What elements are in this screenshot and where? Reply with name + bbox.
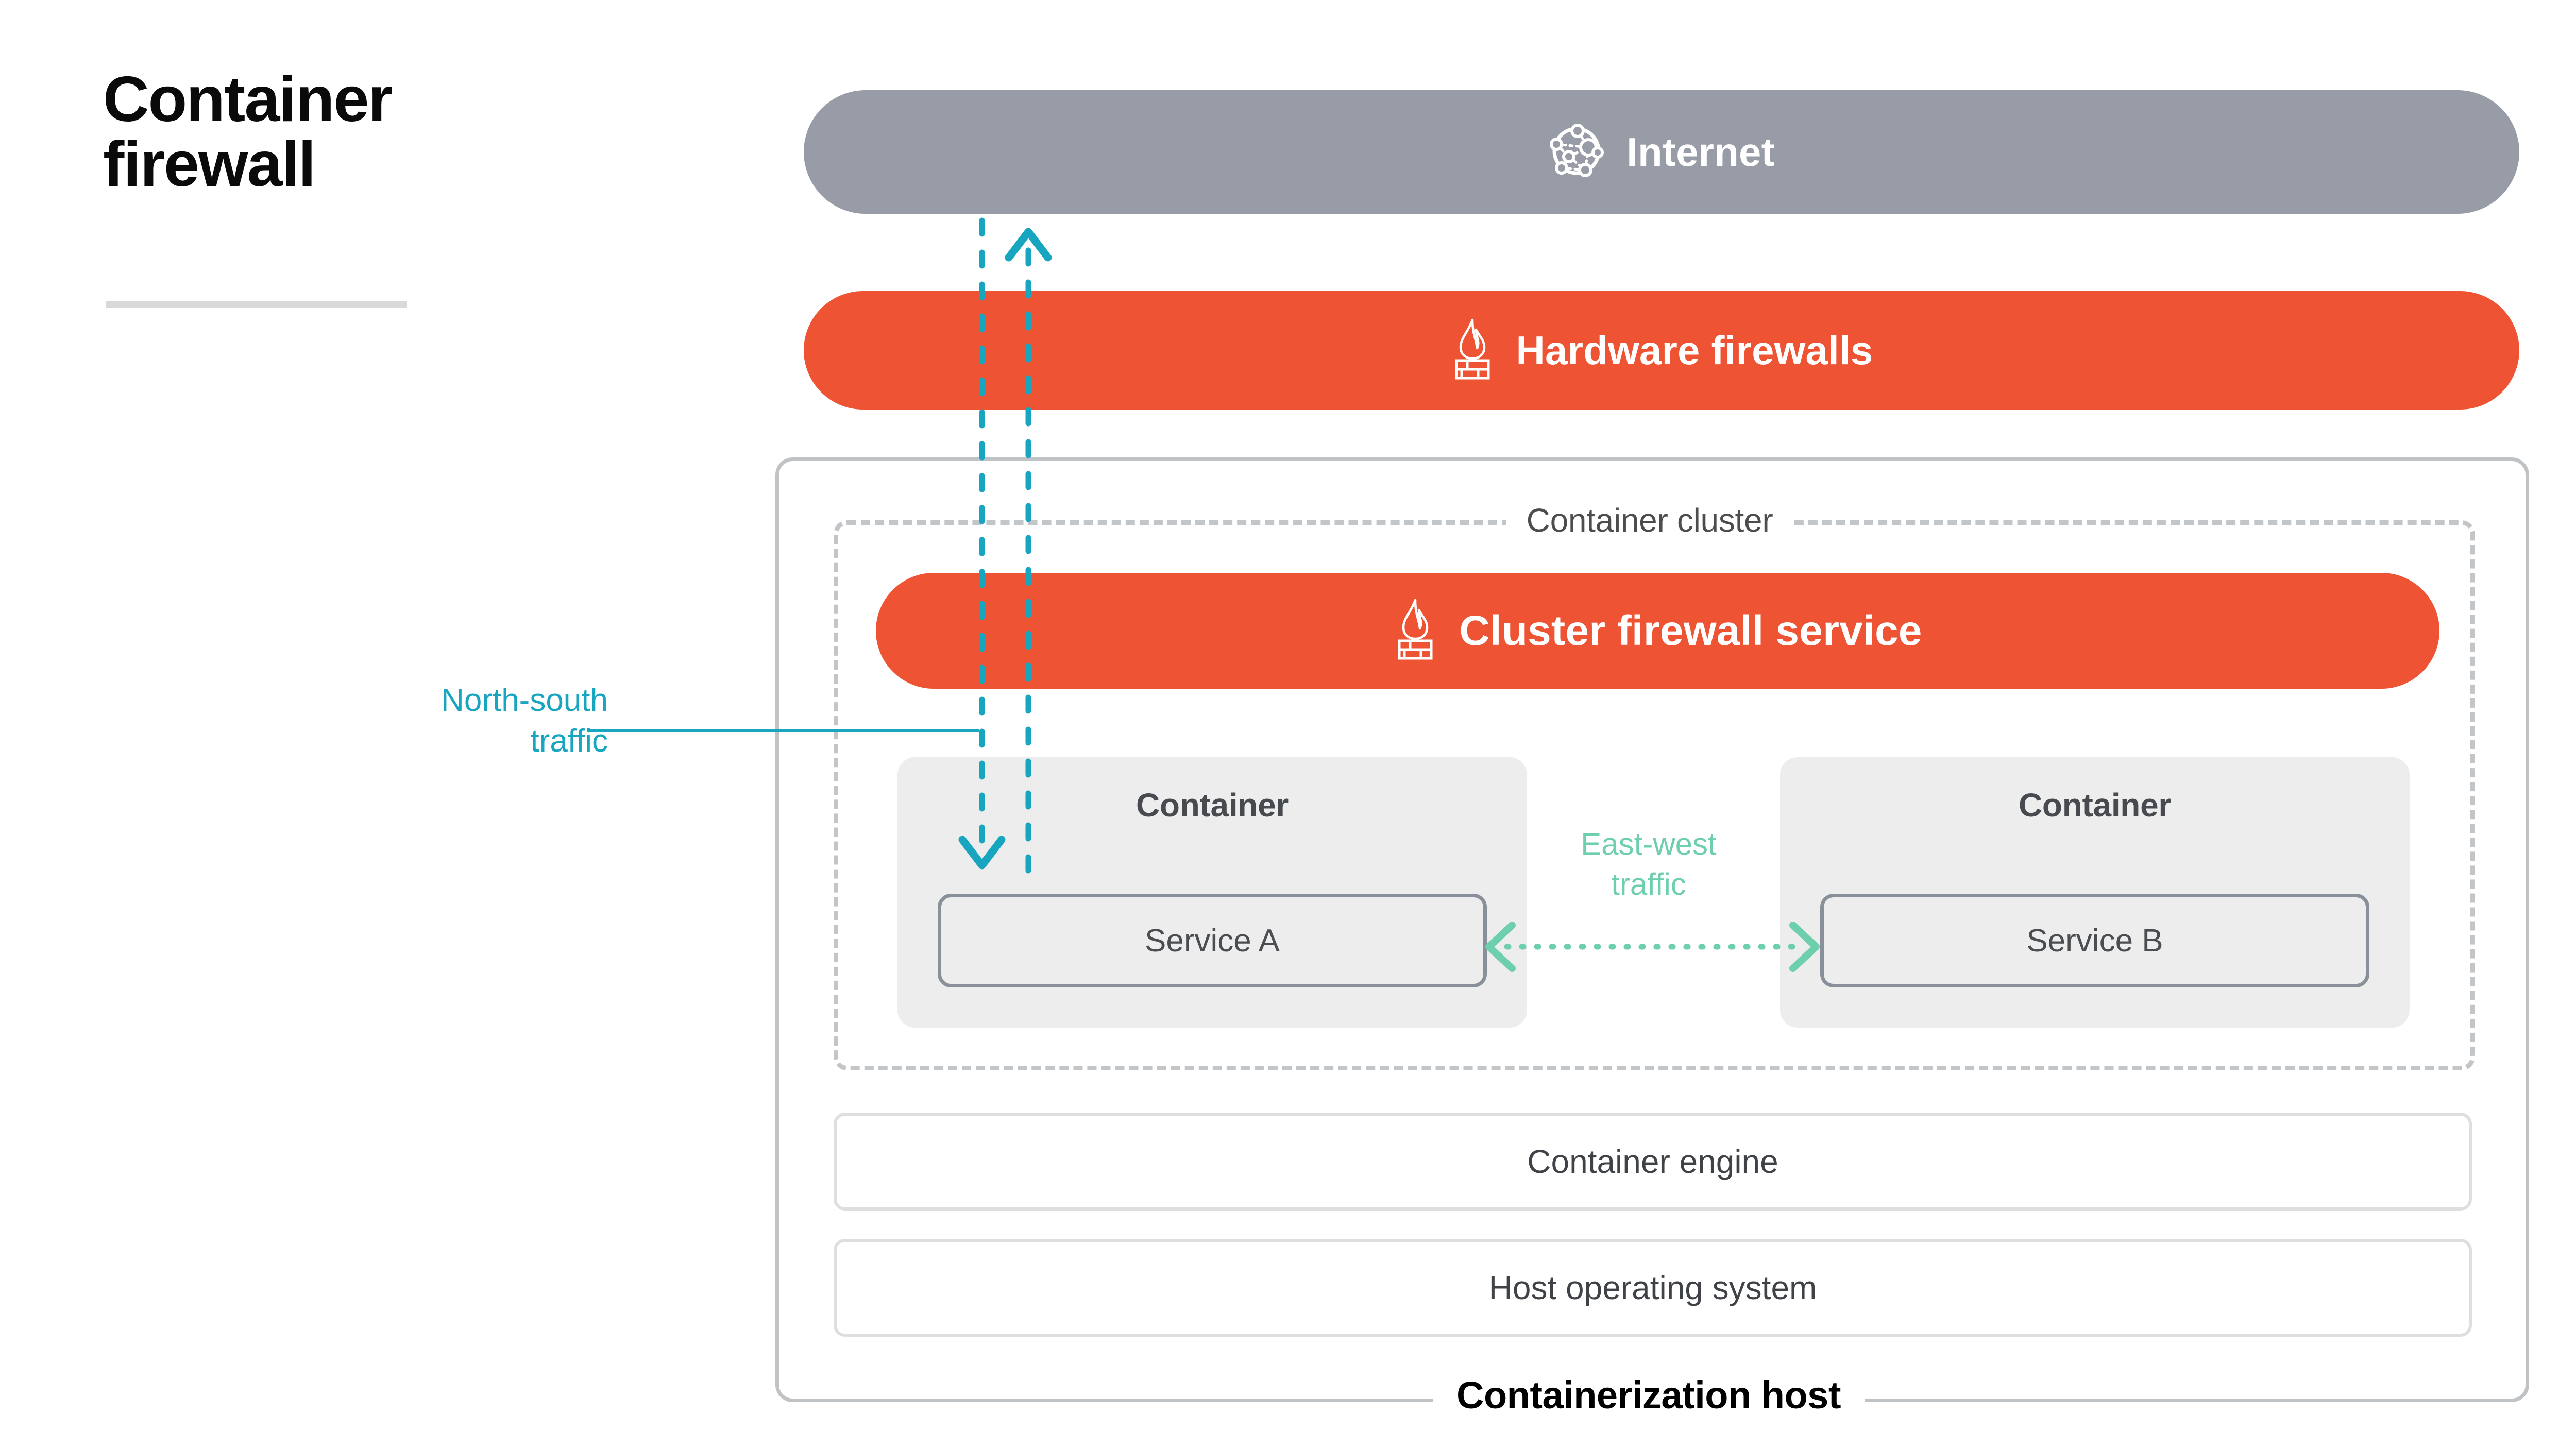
cluster-firewall-service-label: Cluster firewall service bbox=[1459, 607, 1922, 654]
firewall-flame-icon bbox=[1393, 599, 1437, 663]
service-b-box[interactable]: Service B bbox=[1820, 894, 2369, 987]
internet-bar[interactable]: Internet bbox=[804, 90, 2519, 214]
north-south-traffic-label: North-south traffic bbox=[441, 683, 608, 759]
host-operating-system-label: Host operating system bbox=[1488, 1269, 1817, 1306]
network-globe-icon bbox=[1548, 123, 1605, 182]
container-b-title: Container bbox=[2019, 787, 2171, 824]
east-west-traffic-label: East-west traffic bbox=[1581, 827, 1717, 901]
service-a-box[interactable]: Service A bbox=[938, 894, 1487, 987]
title-block: Container firewall bbox=[103, 64, 670, 308]
container-engine-label: Container engine bbox=[1527, 1143, 1778, 1180]
north-south-connector-line bbox=[587, 729, 979, 732]
internet-bar-label: Internet bbox=[1626, 129, 1775, 175]
hardware-firewalls-bar[interactable]: Hardware firewalls bbox=[804, 291, 2519, 410]
container-engine-box[interactable]: Container engine bbox=[834, 1113, 2472, 1211]
service-a-label: Service A bbox=[1145, 923, 1280, 959]
host-operating-system-box[interactable]: Host operating system bbox=[834, 1239, 2472, 1337]
hardware-firewalls-label: Hardware firewalls bbox=[1516, 327, 1873, 373]
page-title: Container firewall bbox=[103, 64, 393, 200]
container-card-a[interactable]: Container Service A bbox=[897, 757, 1527, 1028]
container-a-title: Container bbox=[1136, 787, 1289, 824]
firewall-flame-icon bbox=[1450, 318, 1495, 383]
title-divider bbox=[106, 301, 407, 308]
cluster-firewall-service-bar[interactable]: Cluster firewall service bbox=[876, 573, 2439, 689]
service-b-label: Service B bbox=[2026, 923, 2163, 959]
container-card-b[interactable]: Container Service B bbox=[1780, 757, 2410, 1028]
